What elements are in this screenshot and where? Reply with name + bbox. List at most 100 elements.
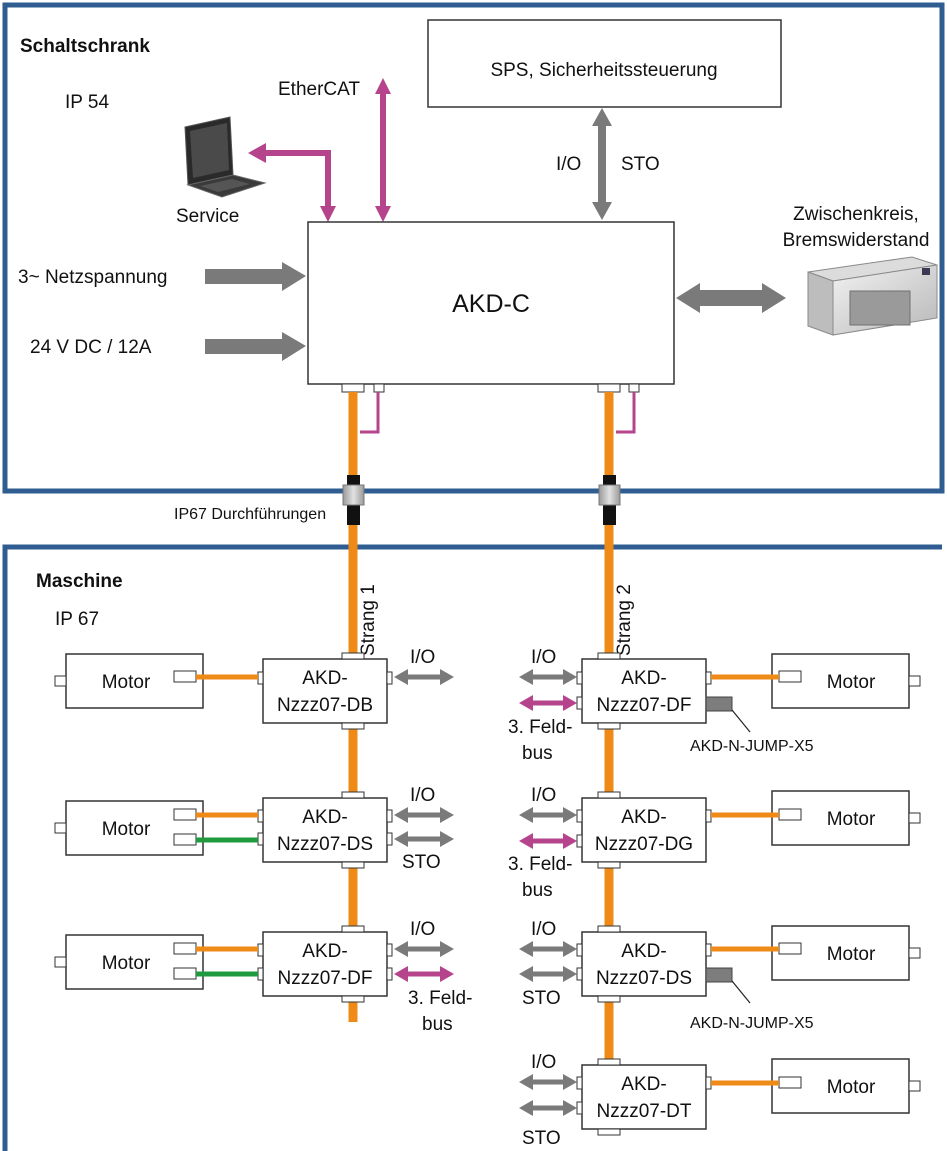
io-arrow [519,941,577,957]
machine-ip-rating: IP 67 [55,609,99,630]
strand-1-label: Strang 1 [358,584,379,656]
laptop-icon [184,116,267,198]
drive-label-line2: Nzzz07-DB [277,695,373,716]
akd-c-port-strand-2 [597,383,621,393]
akd-c-port-fieldbus-1 [373,383,385,393]
machine-frame [2,544,942,1151]
drive-motor-port [257,943,264,957]
io-label: I/O [531,785,556,806]
jumper-pointer [731,980,751,1004]
drive-top-port [597,791,621,799]
drive-bottom-port [597,1128,621,1136]
drive-label-line2: Nzzz07-DG [595,834,693,855]
mains-label: 3~ Netzspannung [18,267,167,288]
motor-label: Motor [102,819,151,840]
drive-box [262,797,388,863]
drive-bottom-port [341,995,365,1003]
service-connection-arrow [248,143,336,222]
drive-sto-port [576,967,583,981]
motor-label: Motor [102,953,151,974]
sto-label: STO [402,852,441,873]
fieldbus-jumper-strand-1 [360,392,380,434]
motor-connector [173,670,197,683]
dc-link-label-2: Bremswiderstand [783,230,930,251]
machine-section: Maschine IP 67 Strang 1 Strang 2 AKD- Nz… [2,525,942,1151]
fieldbus-label-1: 3. Feld- [508,854,572,875]
drive-io-port [576,671,583,685]
cabinet-ip-rating: IP 54 [65,92,109,113]
drive-motor-port [705,809,712,823]
drive-bottom-port [341,722,365,730]
io-label: I/O [531,919,556,940]
plc-label: SPS, Sicherheitssteuerung [490,60,717,81]
sto-label: STO [522,988,561,1009]
motor-shaft [54,675,67,687]
drive-io-port [386,809,393,823]
drive-label-line2: Nzzz07-DF [596,695,691,716]
io-arrow [394,807,454,823]
jumper-plug [705,967,733,983]
sto-label: STO [522,1128,561,1149]
plc-box [427,19,782,108]
motor-brake-connector [173,967,197,980]
motor-brake-connector [173,833,197,846]
io-label: I/O [410,919,435,940]
plc-io-sto-arrow [592,108,612,220]
fieldbus-label-2: bus [522,743,553,764]
drive-top-port [597,925,621,933]
motor-connector [778,1076,802,1089]
sto-arrow [519,1100,577,1116]
motor-shaft [908,1080,921,1092]
motor-shaft [54,956,67,968]
drive-box [581,658,707,724]
drive-fieldbus-port [386,967,393,981]
drive-top-port [341,652,365,660]
fieldbus-arrow [394,966,454,982]
plc-io-label: I/O [556,154,581,175]
motor-label: Motor [827,809,876,830]
drive-motor-port [705,943,712,957]
drive-label-line2: Nzzz07-DS [596,968,692,989]
motor-connector [778,670,802,683]
akd-c-label: AKD-C [452,290,530,318]
motor-strand-1-3: Motor [54,934,204,990]
jumper-pointer [731,709,751,733]
drive-top-port [341,925,365,933]
fieldbus-label-2: bus [422,1014,453,1035]
feedthrough-label: IP67 Durchführungen [174,506,326,523]
drive-label-line2: Nzzz07-DS [277,834,373,855]
drive-box [262,931,388,997]
service-label: Service [176,206,239,227]
drive-io-port [576,809,583,823]
drive-label-line1: AKD- [302,941,347,962]
drive-label-line1: AKD- [302,807,347,828]
motor-connector [173,942,197,955]
cabinet-frame [2,2,945,494]
drive-box [581,931,707,997]
drive-motor-port [257,671,264,685]
fieldbus-arrow [519,695,577,711]
io-arrow [519,1074,577,1090]
akd-c-box [307,221,675,385]
strand-2-label: Strang 2 [614,584,635,656]
motor-strand-1-1: Motor [54,653,204,709]
machine-title: Maschine [36,571,123,592]
fieldbus-arrow [519,833,577,849]
motor-connector [778,942,802,955]
drive-top-port [597,652,621,660]
dc-supply-arrow [205,332,306,361]
cabinet-title: Schaltschrank [20,36,150,57]
ethercat-label: EtherCAT [278,79,360,100]
motor-label: Motor [827,672,876,693]
drive-label-line1: AKD- [302,668,347,689]
drive-motor-port [705,1076,712,1090]
motor-strand-1-2: Motor [54,800,204,856]
plc-sto-label: STO [621,154,660,175]
drive-io-port [576,1076,583,1090]
drive-io-port [576,943,583,957]
jumper-label: AKD-N-JUMP-X5 [690,1015,814,1032]
dc-link-label-1: Zwischenkreis, [793,204,919,225]
drive-io-port [386,943,393,957]
drive-bottom-port [341,861,365,869]
